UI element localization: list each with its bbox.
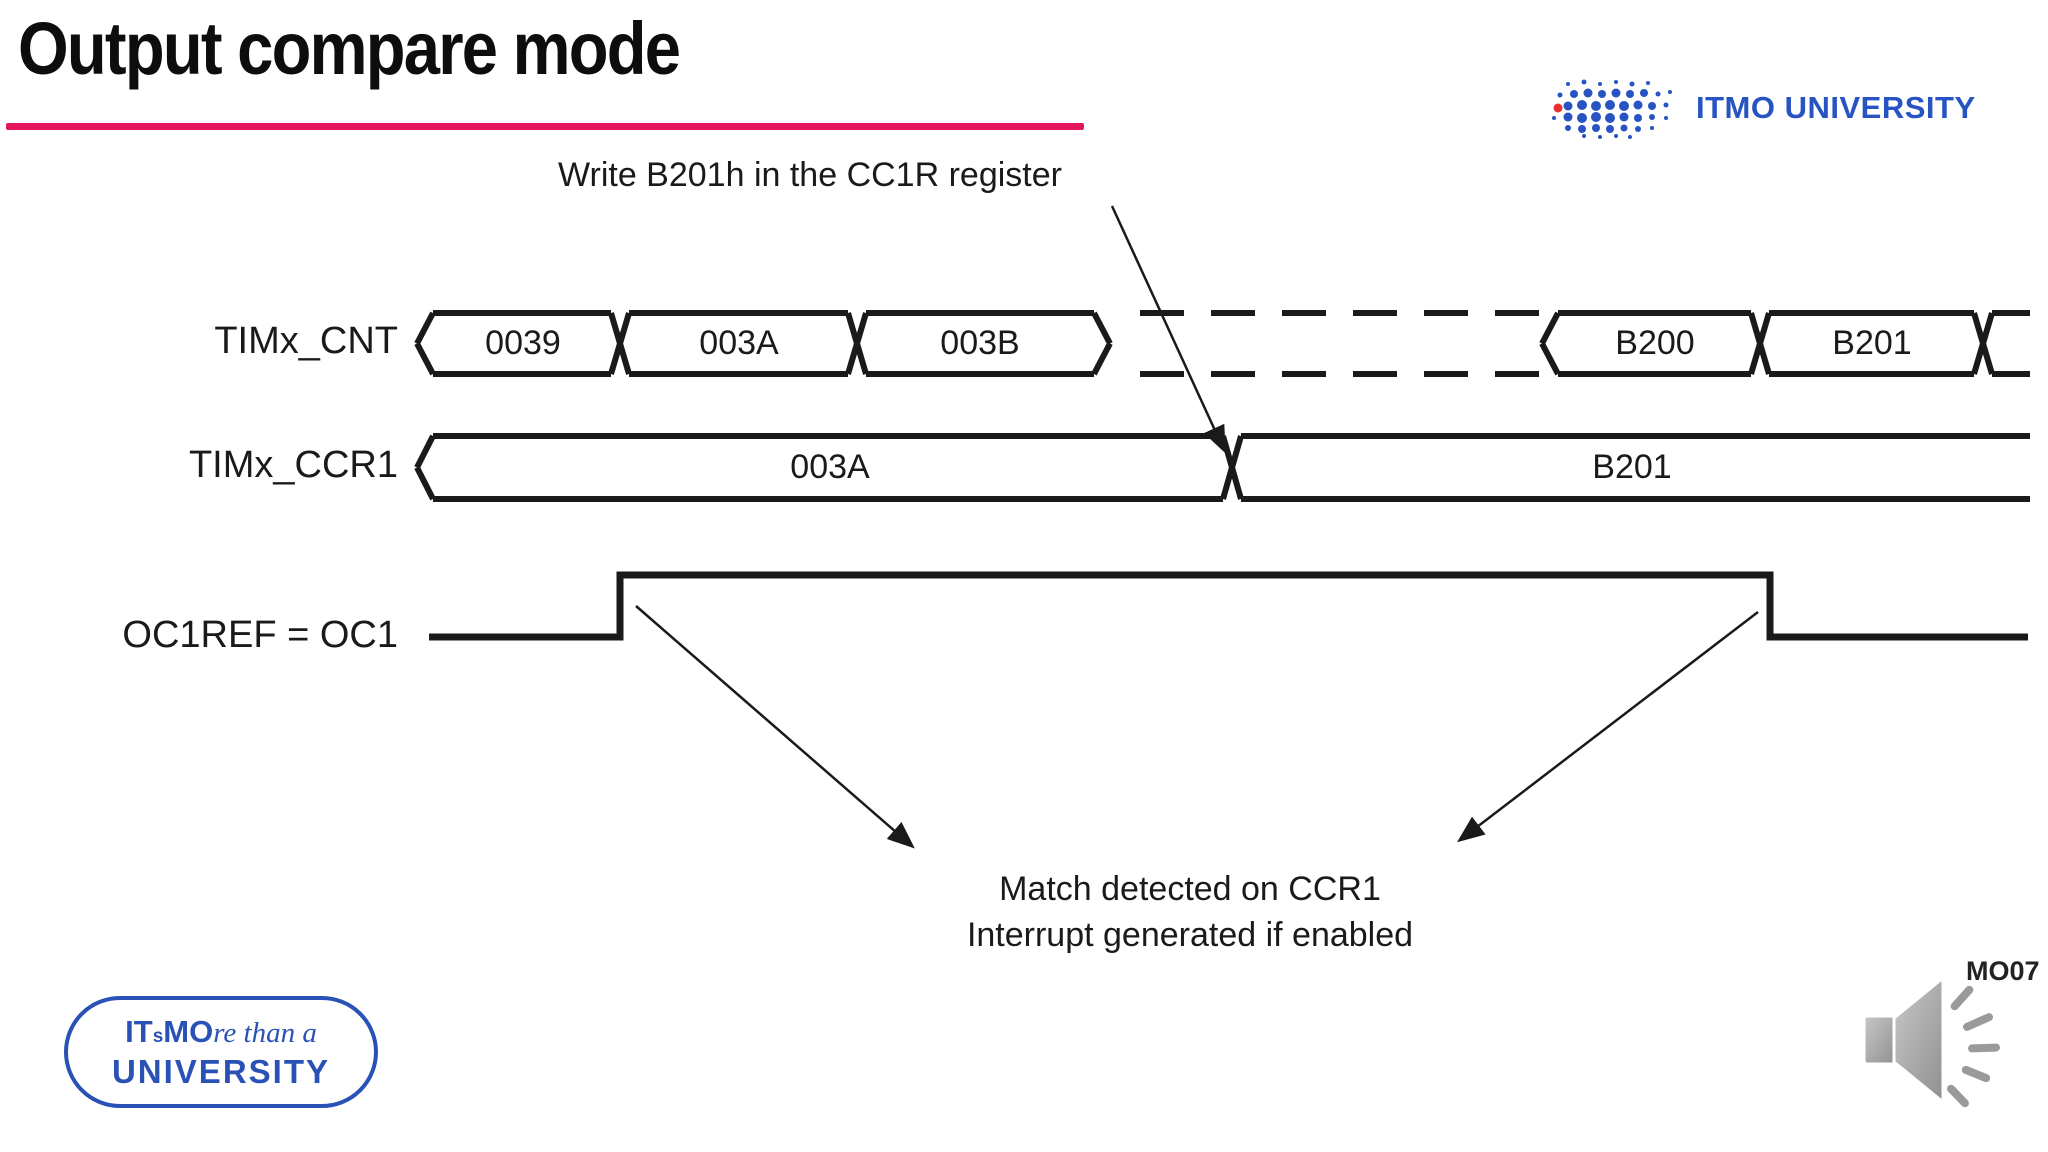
red-dot — [1553, 103, 1563, 113]
write-annotation-arrow — [1110, 205, 1226, 454]
match-arrow-right — [1457, 611, 1759, 843]
ccr1-bus-waveform — [414, 433, 2030, 502]
logo-mo: MO — [163, 1013, 214, 1049]
itmo-footer-logo-line2: UNIVERSITY — [111, 1052, 331, 1090]
cnt-value-B200: B200 — [1615, 324, 1695, 362]
itmo-university-wordmark: ITMO UNIVERSITY — [1696, 90, 1976, 125]
cnt-bus-waveform — [414, 310, 2030, 377]
cnt-dashed-gap — [1140, 310, 1540, 377]
itmo-footer-logo: ITsMOre than a UNIVERSITY — [64, 996, 378, 1108]
itmo-footer-logo-line1: ITsMOre than a — [125, 1013, 317, 1054]
match-note-line1: Match detected on CCR1 — [999, 870, 1381, 908]
logo-script: re than a — [213, 1016, 317, 1049]
match-note-line2: Interrupt generated if enabled — [966, 916, 1414, 954]
ccr1-value-B201: B201 — [1592, 448, 1672, 486]
oc1-row-label: OC1REF = OC1 — [122, 614, 398, 656]
sound-waves-icon — [1945, 983, 2002, 1110]
speaker-icon[interactable] — [1862, 974, 2002, 1110]
itmo-university-logo: ITMO UNIVERSITY — [1548, 76, 1976, 140]
oc1ref-signal-waveform — [429, 571, 2028, 641]
slide-title: Output compare mode — [18, 7, 681, 90]
cnt-value-003A: 003A — [699, 324, 779, 362]
cnt-value-003B: 003B — [940, 324, 1020, 362]
match-note: Match detected on CCR1 Interrupt generat… — [790, 866, 1590, 958]
write-ccr1-annotation: Write B201h in the CC1R register — [558, 156, 1062, 194]
title-underline-rule — [6, 123, 1084, 130]
logo-it: IT — [125, 1013, 153, 1049]
logo-s: s — [152, 1025, 164, 1047]
cnt-value-0039: 0039 — [485, 324, 561, 362]
ccr1-row-label: TIMx_CCR1 — [188, 444, 398, 486]
cnt-row-label: TIMx_CNT — [214, 320, 398, 362]
cnt-value-B201: B201 — [1832, 324, 1912, 362]
match-arrow-left — [635, 605, 915, 849]
clipped-text-fragment: MO07 — [1966, 956, 2040, 986]
itmo-dots-logo-icon — [1552, 79, 1672, 139]
ccr1-value-003A: 003A — [790, 448, 870, 486]
